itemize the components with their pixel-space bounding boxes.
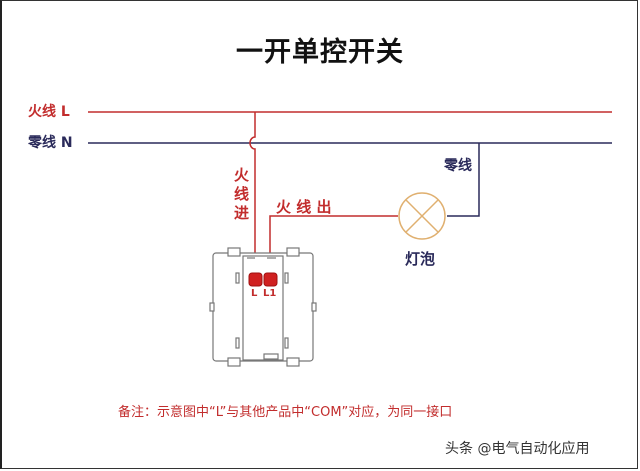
footnote: 备注：示意图中“L”与其他产品中“COM”对应，为同一接口	[118, 405, 453, 420]
live-line-label: 火线 L	[28, 104, 70, 120]
neutral-line-label: 零线 N	[28, 135, 73, 151]
neutral-branch-label: 零线	[444, 158, 472, 174]
switch-icon	[209, 247, 317, 367]
terminal-l1-label: L1	[263, 288, 277, 299]
terminal-l-label: L	[251, 288, 258, 299]
live-out-label: 火 线 出	[276, 198, 332, 216]
diagram-title: 一开单控开关	[236, 37, 404, 68]
switch-terminals	[248, 272, 278, 287]
watermark: 头条 @电气自动化应用	[445, 441, 590, 457]
bulb-label: 灯泡	[405, 250, 436, 268]
bulb-icon	[398, 192, 446, 240]
live-in-label: 火 线 进	[234, 166, 250, 222]
live-in-wire	[249, 112, 256, 275]
neutral-branch-wire	[447, 143, 480, 217]
